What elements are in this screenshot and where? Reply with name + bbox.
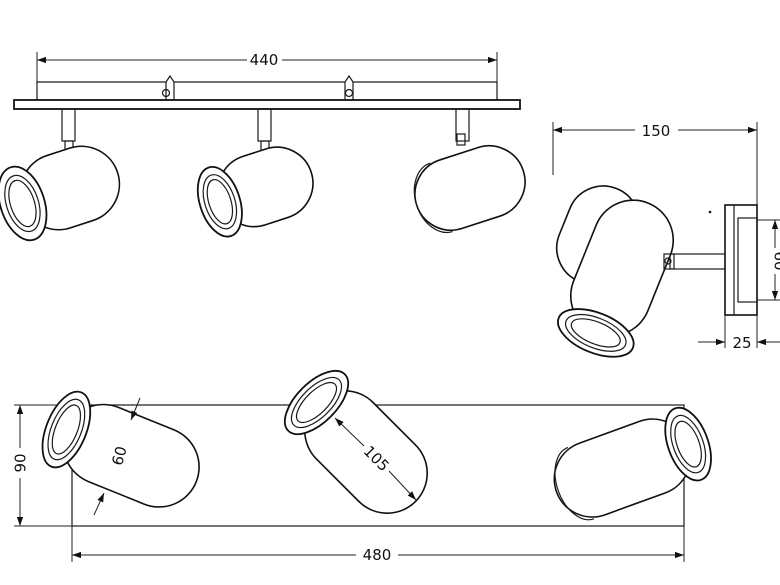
label-depth: 150	[642, 122, 671, 140]
dimension-plate-thickness: 25	[698, 315, 780, 352]
spotlight-side-front	[557, 199, 675, 358]
spotlight-front-3	[413, 145, 526, 234]
label-total-length: 480	[363, 546, 392, 564]
top-view: 90 480 60	[12, 369, 712, 564]
label-plate-width: 90	[12, 453, 30, 472]
label-height: 60	[771, 251, 780, 270]
stem-side	[669, 253, 726, 270]
label-plate-length: 440	[250, 51, 279, 69]
stems-front	[61, 108, 470, 151]
dimension-depth: 150	[552, 122, 758, 205]
label-spot-diameter: 60	[108, 444, 130, 467]
spotlight-front-2	[196, 146, 314, 238]
spotlight-top-3	[553, 406, 712, 521]
side-view: 150 60 25	[552, 122, 780, 358]
front-view: 440	[0, 51, 526, 242]
spotlight-top-1	[41, 390, 200, 508]
spotlight-front-1	[0, 145, 121, 242]
wall-plate-side	[708, 204, 758, 316]
dimension-plate-width: 90	[12, 404, 72, 527]
mounting-plate-front	[13, 74, 521, 110]
spotlight-top-2	[283, 369, 429, 515]
dimension-spot-diameter: 60	[93, 397, 141, 516]
dimension-total-length: 480	[71, 526, 685, 564]
dimension-height: 60	[757, 219, 780, 301]
dimension-plate-length: 440	[36, 51, 498, 100]
screw-icon	[161, 88, 171, 98]
label-plate-thickness: 25	[732, 334, 751, 352]
screw-icon	[344, 88, 354, 98]
